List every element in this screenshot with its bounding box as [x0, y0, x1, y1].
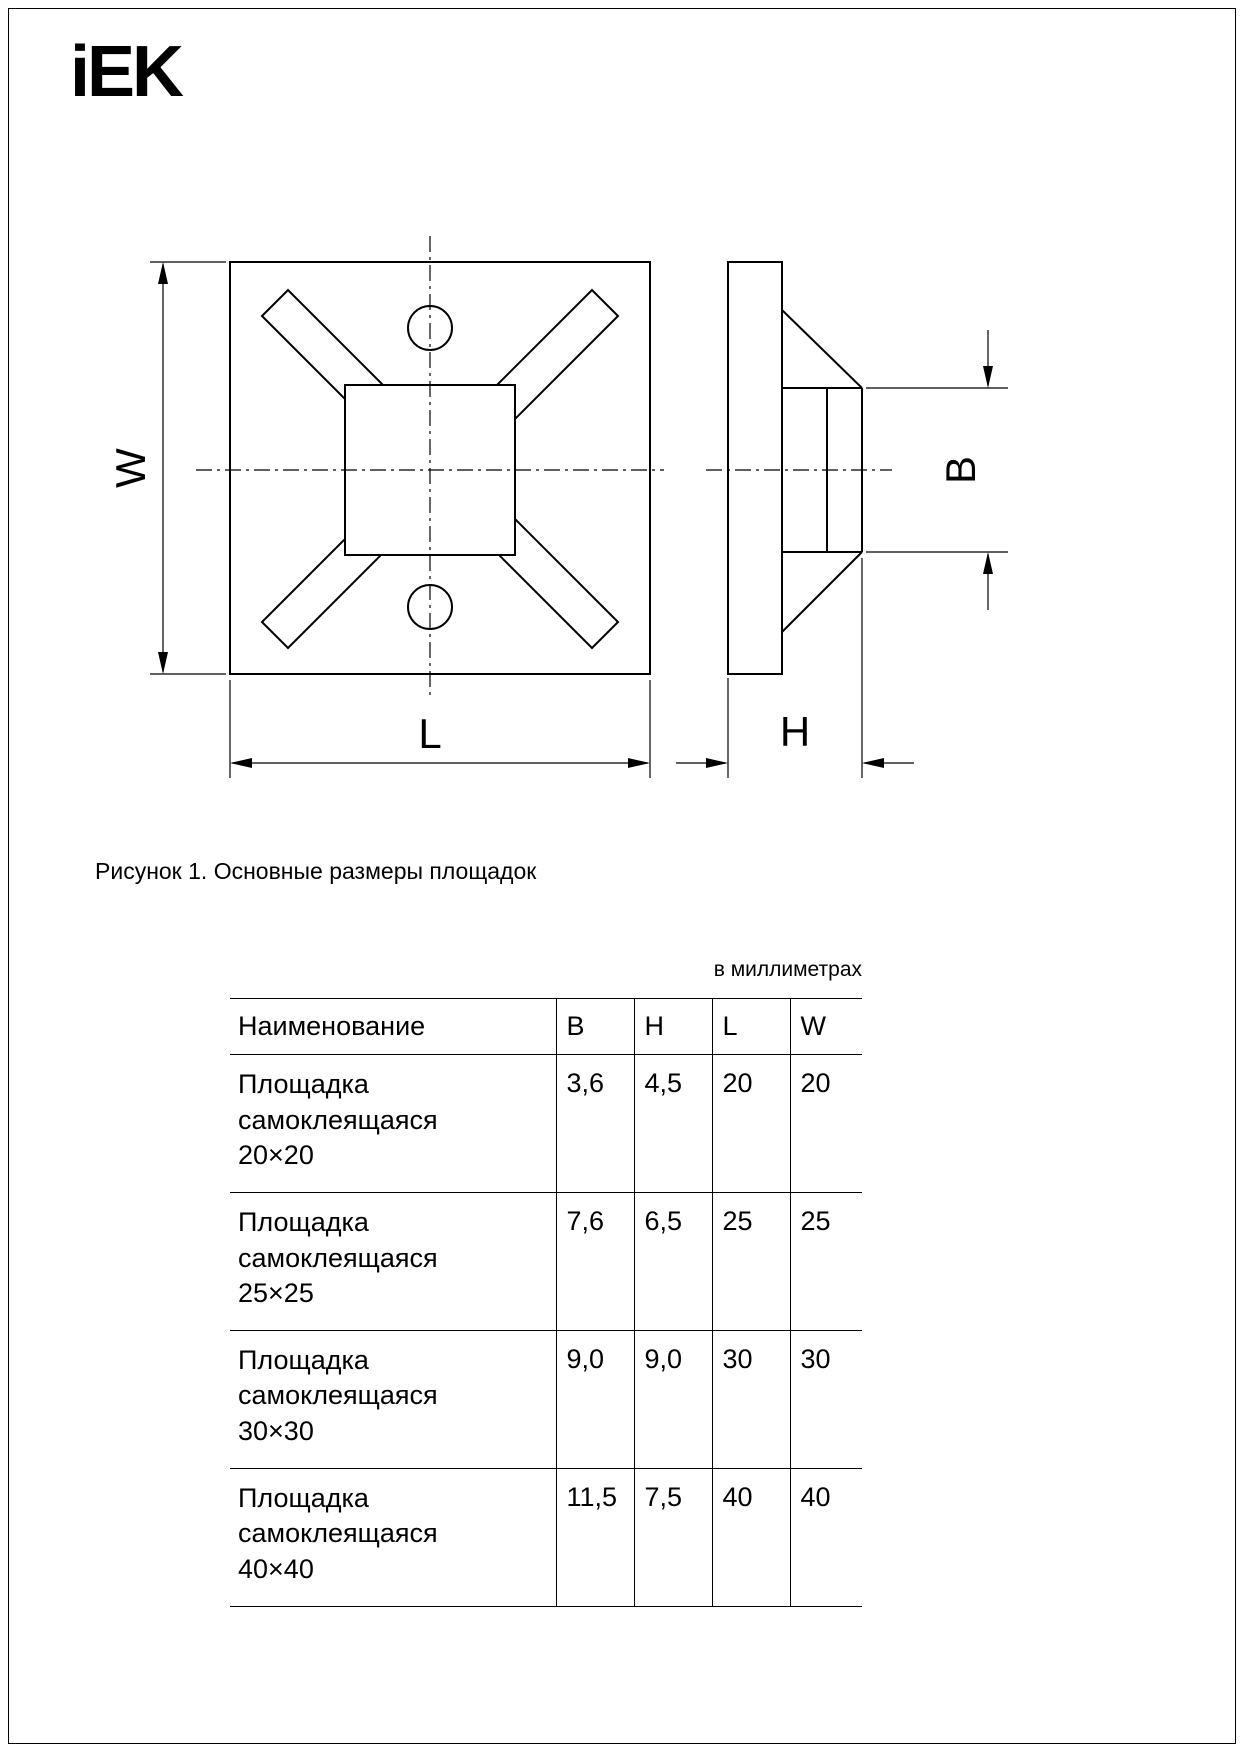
cell-h: 4,5 — [633, 1054, 712, 1193]
header-h: H — [633, 998, 712, 1055]
iek-logo: iEK — [70, 32, 184, 112]
ext-lines-b — [866, 387, 1008, 553]
table-row: Площадка самоклеящаяся 40×40 11,5 7,5 40… — [230, 1468, 862, 1606]
product-size: 20×20 — [238, 1140, 314, 1171]
arrow-h-right — [862, 758, 884, 768]
cell-w: 30 — [789, 1330, 862, 1469]
cell-b: 7,6 — [555, 1192, 634, 1331]
dimensions-table: Наименование B H L W Площадка самоклеяща… — [230, 998, 862, 1607]
product-size: 25×25 — [238, 1278, 314, 1309]
cell-l: 40 — [711, 1468, 790, 1606]
cell-b: 11,5 — [555, 1468, 634, 1606]
arrow-b-bottom — [983, 552, 993, 574]
header-b: B — [555, 998, 634, 1055]
arrow-l-right — [628, 758, 650, 768]
cell-l: 20 — [711, 1054, 790, 1193]
arrow-l-left — [230, 758, 252, 768]
dimension-arrows — [158, 262, 993, 768]
product-size: 30×30 — [238, 1416, 314, 1446]
cell-h: 7,5 — [633, 1468, 712, 1606]
arrow-w-bottom — [158, 652, 168, 674]
table-row: Площадка самоклеящаяся 25×25 7,6 6,5 25 … — [230, 1192, 862, 1331]
cell-b: 9,0 — [555, 1330, 634, 1469]
cell-w: 20 — [789, 1054, 862, 1193]
side-plate-outline — [727, 261, 783, 675]
dimension-lines — [150, 261, 1008, 778]
ext-lines-l — [229, 680, 651, 778]
cell-name: Площадка самоклеящаяся 25×25 — [230, 1192, 556, 1330]
cell-name: Площадка самоклеящаяся 30×30 — [230, 1330, 556, 1468]
table-header-row: Наименование B H L W — [230, 998, 862, 1055]
header-l: L — [711, 998, 790, 1055]
cell-h: 6,5 — [633, 1192, 712, 1331]
cell-name: Площадка самоклеящаяся 40×40 — [230, 1468, 556, 1606]
centerlines — [196, 236, 892, 700]
cell-l: 25 — [711, 1192, 790, 1331]
header-w: W — [789, 998, 862, 1055]
ext-lines-w — [150, 261, 226, 675]
cell-w: 40 — [789, 1468, 862, 1606]
ext-lines-h — [727, 558, 863, 778]
product-name: Площадка самоклеящаяся — [238, 1344, 438, 1411]
side-view — [727, 261, 863, 675]
table-row: Площадка самоклеящаяся 30×30 9,0 9,0 30 … — [230, 1330, 862, 1469]
figure-caption: Рисунок 1. Основные размеры площадок — [95, 858, 537, 884]
cell-h: 9,0 — [633, 1330, 712, 1469]
arrow-h-left — [706, 758, 728, 768]
dim-label-w: W — [107, 448, 154, 488]
technical-drawing: W L H B — [107, 236, 1008, 778]
cell-b: 3,6 — [555, 1054, 634, 1193]
cell-l: 30 — [711, 1330, 790, 1469]
table-row: Площадка самоклеящаяся 20×20 3,6 4,5 20 … — [230, 1054, 862, 1193]
product-name: Площадка самоклеящаяся — [238, 1482, 438, 1549]
product-name: Площадка самоклеящаяся — [238, 1206, 438, 1273]
arrow-b-top — [983, 366, 993, 388]
front-view — [229, 261, 651, 675]
cell-name: Площадка самоклеящаяся 20×20 — [230, 1055, 556, 1193]
dim-label-h: H — [780, 708, 810, 755]
product-name: Площадка самоклеящаяся — [238, 1069, 438, 1135]
header-name: Наименование — [238, 1011, 426, 1041]
dimension-labels: W L H B — [107, 448, 984, 757]
dim-label-b: B — [937, 456, 984, 484]
arrow-w-top — [158, 262, 168, 284]
product-size: 40×40 — [238, 1553, 314, 1584]
side-profile-lines — [781, 309, 863, 633]
units-note: в миллиметрах — [713, 958, 862, 981]
dim-label-l: L — [418, 710, 441, 757]
cell-w: 25 — [789, 1192, 862, 1331]
